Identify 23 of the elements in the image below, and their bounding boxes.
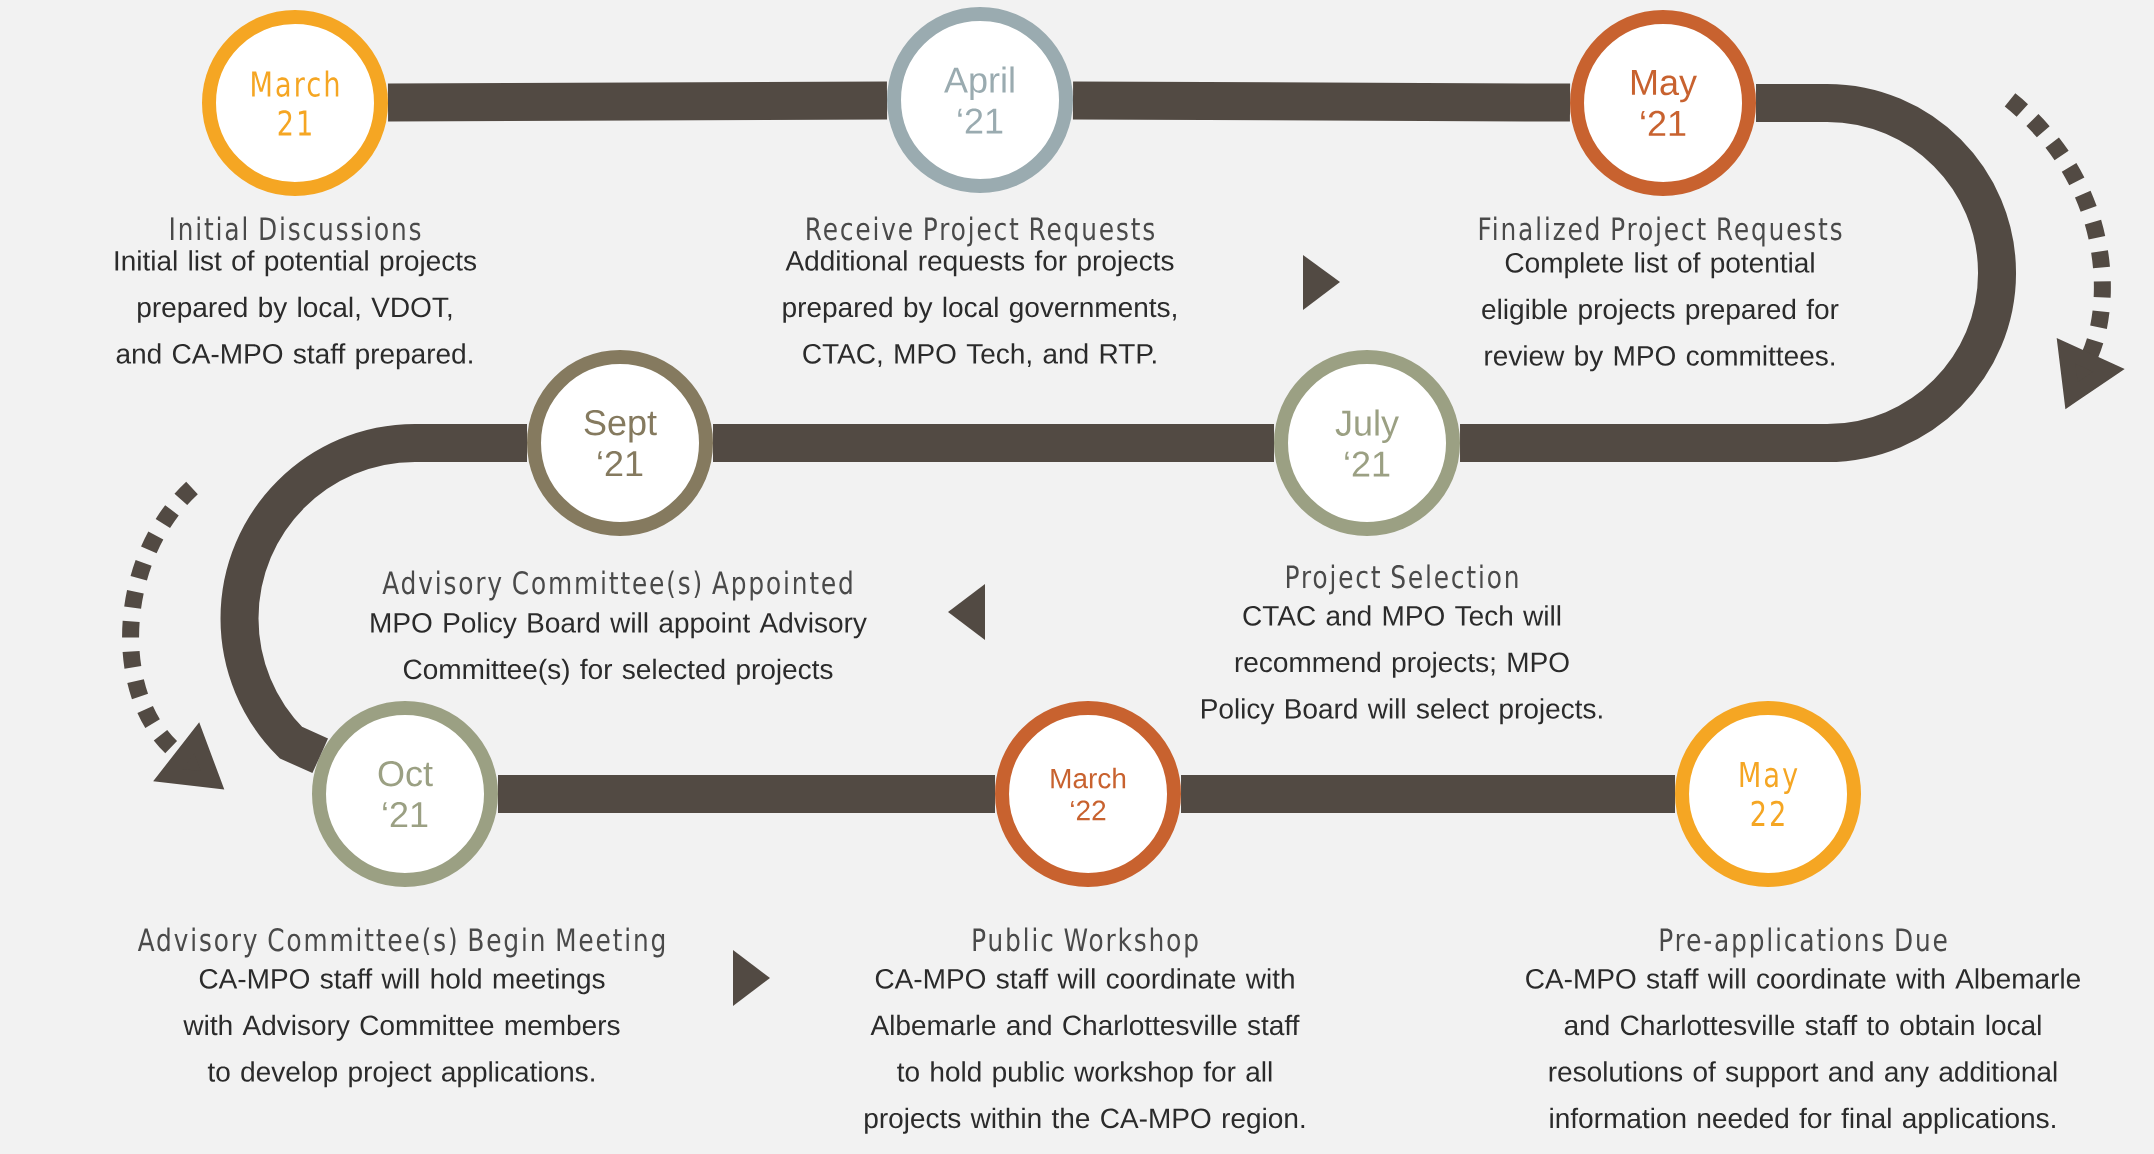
step-heading: Advisory Committee(s) Begin Meeting xyxy=(137,927,665,958)
step-description: Complete list of potential eligible projects prepared for review by MPO committees. xyxy=(1482,252,1839,372)
step-heading: Finalized Project Requests xyxy=(1479,216,1842,247)
timeline-track xyxy=(387,81,888,122)
timeline-track xyxy=(1072,81,1571,122)
timeline-track xyxy=(1460,84,2017,462)
step-heading: Pre-applications Due xyxy=(1660,927,1947,958)
step-heading: Advisory Committee(s) Appointed xyxy=(382,570,852,601)
step-heading: Public Workshop xyxy=(973,927,1198,958)
timeline-track xyxy=(713,424,1274,462)
step-description: CA-MPO staff will coordinate with Albemarle and Charlottesville staff to hold public workshop for all projects within the CA-MPO region. xyxy=(865,968,1305,1134)
step-heading: Receive Project Requests xyxy=(807,216,1154,247)
step-description: Initial list of potential projects prepared by local, VDOT, and CA-MPO staff prepared. xyxy=(115,250,476,370)
step-description: CA-MPO staff will hold meetings with Advisory Committee members to develop project applications. xyxy=(183,968,620,1088)
timeline-track xyxy=(220,424,527,774)
step-description: CA-MPO staff will coordinate with Albemarle and Charlottesville staff to obtain local resolutions of support and any additional information needed for final applications. xyxy=(1526,968,2080,1134)
step-heading: Project Selection xyxy=(1287,564,1518,595)
step-heading: Initial Discussions xyxy=(170,216,421,241)
timeline-track xyxy=(1181,775,1675,813)
step-description: Additional requests for projects prepared by local governments, CTAC, MPO Tech, and RTP. xyxy=(783,250,1176,368)
step-description: MPO Policy Board will appoint Advisory Committee(s) for selected projects xyxy=(371,612,867,685)
step-description: CTAC and MPO Tech will recommend projects; MPO Policy Board will select projects. xyxy=(1202,605,1602,725)
timeline-track xyxy=(498,775,995,813)
